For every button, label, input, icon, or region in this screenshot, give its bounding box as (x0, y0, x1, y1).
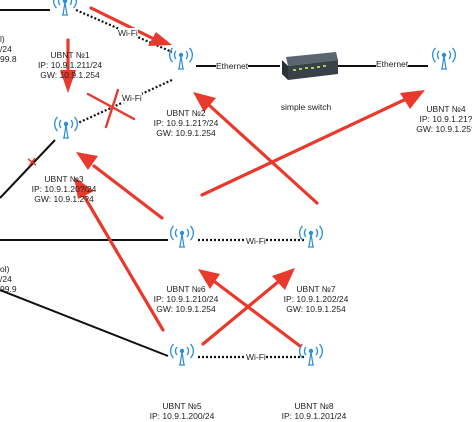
node-ip: IP: 10.9.1.20?/24 (31, 184, 97, 194)
node-label-n4: UBNT №4 IP: 10.9.1.21? GW: 10.9.1.25? (416, 104, 472, 134)
cutoff-line: 99.8 (0, 54, 17, 64)
node-name: UBNT №2 (166, 108, 206, 118)
antenna-icon (52, 0, 78, 16)
node-ip: IP: 10.9.1.21? (419, 114, 472, 124)
antenna-icon (53, 116, 79, 139)
node-name: UBNT №8 (294, 401, 334, 411)
antenna-icon (298, 343, 324, 366)
node-gw: GW: 10.9.1.2?4 (34, 194, 94, 204)
antenna-icon (168, 47, 194, 70)
node-gw: GW: 10.9.1.254 (286, 304, 346, 314)
node-ip: IP: 10.9.1.201/24 (281, 411, 347, 421)
ethernet-label-n2-switch: Ethernet (216, 61, 249, 71)
node-label-n1: UBNT №1 IP: 10.9.1.211/24 GW: 10.9.1.254 (38, 50, 102, 80)
disabled-link-cross-icon (86, 88, 136, 129)
node-gw: GW: 10.9.1.254 (40, 70, 100, 80)
wifi-label-n2-n3: Wi-Fi (122, 93, 142, 103)
cutoff-line: /24 (0, 274, 12, 284)
link-left-n5 (0, 289, 169, 357)
node-ip: IP: 10.9.1.200/24 (149, 411, 215, 421)
antenna-icon (431, 47, 457, 70)
switch-label: simple switch (280, 102, 332, 112)
arrow-n1-to-n2 (89, 6, 172, 46)
node-ip: IP: 10.9.1.202/24 (283, 294, 349, 304)
node-name: UBNT №1 (50, 50, 90, 60)
node-name: UBNT №3 (44, 174, 84, 184)
arrow-n6-to-n3-top (76, 152, 164, 220)
node-label-n2: UBNT №2 IP: 10.9.1.21?/24 GW: 10.9.1.254 (154, 108, 219, 138)
arrow-n5-to-n3 (74, 177, 165, 332)
network-switch-icon (282, 52, 338, 80)
small-cross-icon (27, 157, 37, 167)
antenna-icon (298, 225, 324, 248)
node-label-n7: UBNT №7 IP: 10.9.1.202/24 GW: 10.9.1.254 (284, 284, 349, 314)
cutoff-line: 99.9 (0, 284, 17, 294)
annotation-arrows (60, 6, 425, 348)
node-gw: GW: 10.9.1.25? (416, 124, 472, 134)
node-name: UBNT №5 (162, 401, 202, 411)
node-gw: GW: 10.9.1.254 (156, 128, 216, 138)
node-name: UBNT №4 (426, 104, 466, 114)
ethernet-label-switch-n4: Ethernet (376, 59, 409, 69)
cutoff-line: ol) (0, 264, 10, 274)
node-label-n8: UBNT №8 IP: 10.9.1.201/24 (282, 401, 347, 421)
cutoff-line: /24 (0, 44, 12, 54)
node-ip: IP: 10.9.1.211/24 (37, 60, 103, 70)
arrow-n1-to-n3 (60, 38, 76, 93)
wifi-label-n6-n7: Wi-Fi (246, 236, 266, 246)
arrow-n7-to-n2 (193, 92, 319, 205)
node-label-n5: UBNT №5 IP: 10.9.1.200/24 (150, 401, 215, 421)
node-ip: IP: 10.9.1.210/24 (153, 294, 219, 304)
cutoff-line: l) (0, 34, 5, 44)
cutoff-label-top: l) /24 99.8 (0, 34, 17, 64)
node-name: UBNT №7 (296, 284, 336, 294)
arrow-n6-to-n4 (200, 90, 425, 197)
antenna-icon (169, 225, 195, 248)
wifi-label-n1-n2: Wi-Fi (118, 28, 138, 38)
node-ip: IP: 10.9.1.21?/24 (153, 118, 219, 128)
arrow-n8-to-n6 (198, 269, 302, 348)
ethernet-links (0, 9, 428, 357)
antenna-icon (169, 343, 195, 366)
wifi-label-n5-n8: Wi-Fi (246, 352, 266, 362)
node-label-n6: UBNT №6 IP: 10.9.1.210/24 GW: 10.9.1.254 (154, 284, 219, 314)
link-n2-n3 (77, 78, 173, 125)
node-gw: GW: 10.9.1.254 (156, 304, 216, 314)
node-name: UBNT №6 (166, 284, 206, 294)
node-label-n3: UBNT №3 IP: 10.9.1.20?/24 GW: 10.9.1.2?4 (32, 174, 97, 204)
cutoff-label-bottom: ol) /24 99.9 (0, 264, 17, 294)
arrow-n5-to-n7 (201, 268, 295, 346)
link-left-n3 (0, 139, 56, 199)
